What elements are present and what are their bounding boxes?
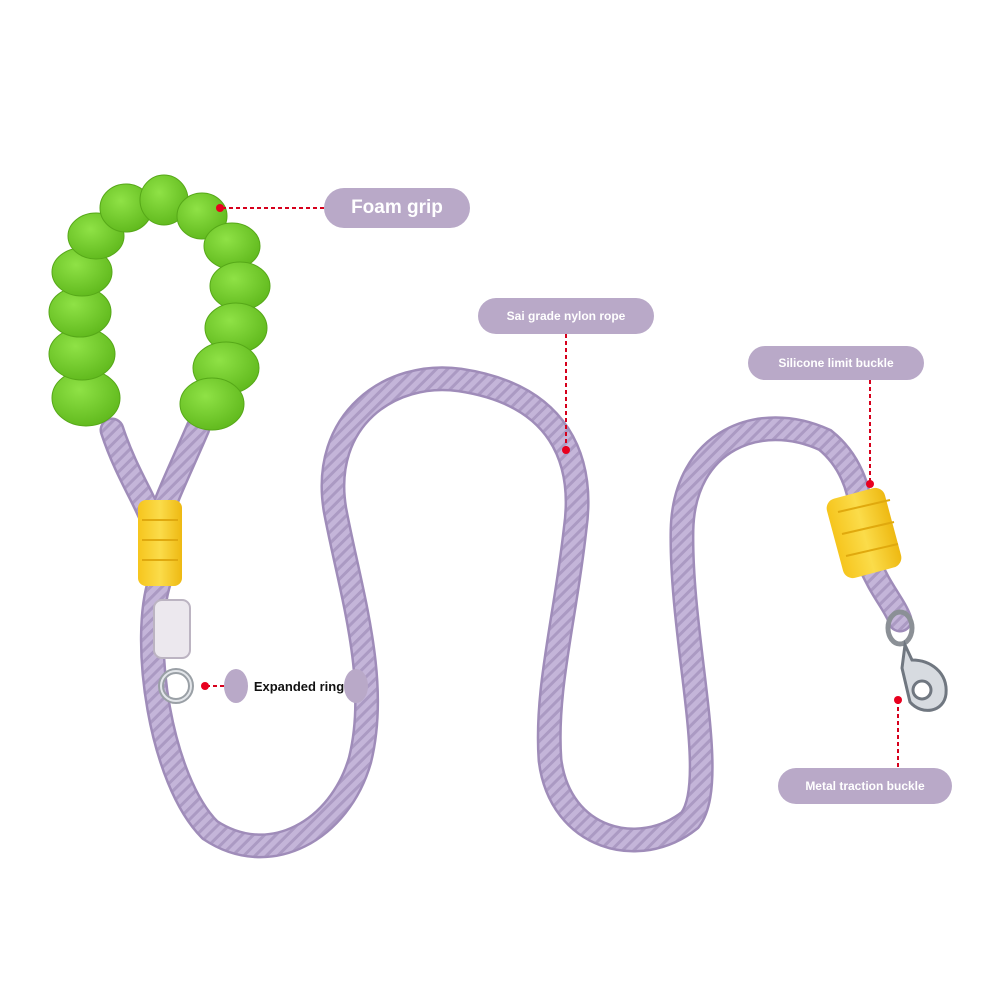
metal-traction-buckle — [885, 609, 948, 712]
expanded-ring-label-bg — [224, 669, 368, 703]
callout-dots — [201, 204, 902, 704]
silicone-buckle-label: Silicone limit buckle — [748, 346, 924, 380]
metal-buckle-label: Metal traction buckle — [778, 768, 952, 804]
expanded-ring — [153, 599, 194, 704]
foam-grip — [48, 174, 271, 431]
silicone-limit-buckle — [826, 487, 902, 579]
foam-grip-label: Foam grip — [324, 188, 470, 228]
nylon-rope-label: Sai grade nylon rope — [478, 298, 654, 334]
silicone-buckle-grip — [138, 500, 182, 586]
expanded-ring-label: Expanded ring — [253, 678, 345, 694]
